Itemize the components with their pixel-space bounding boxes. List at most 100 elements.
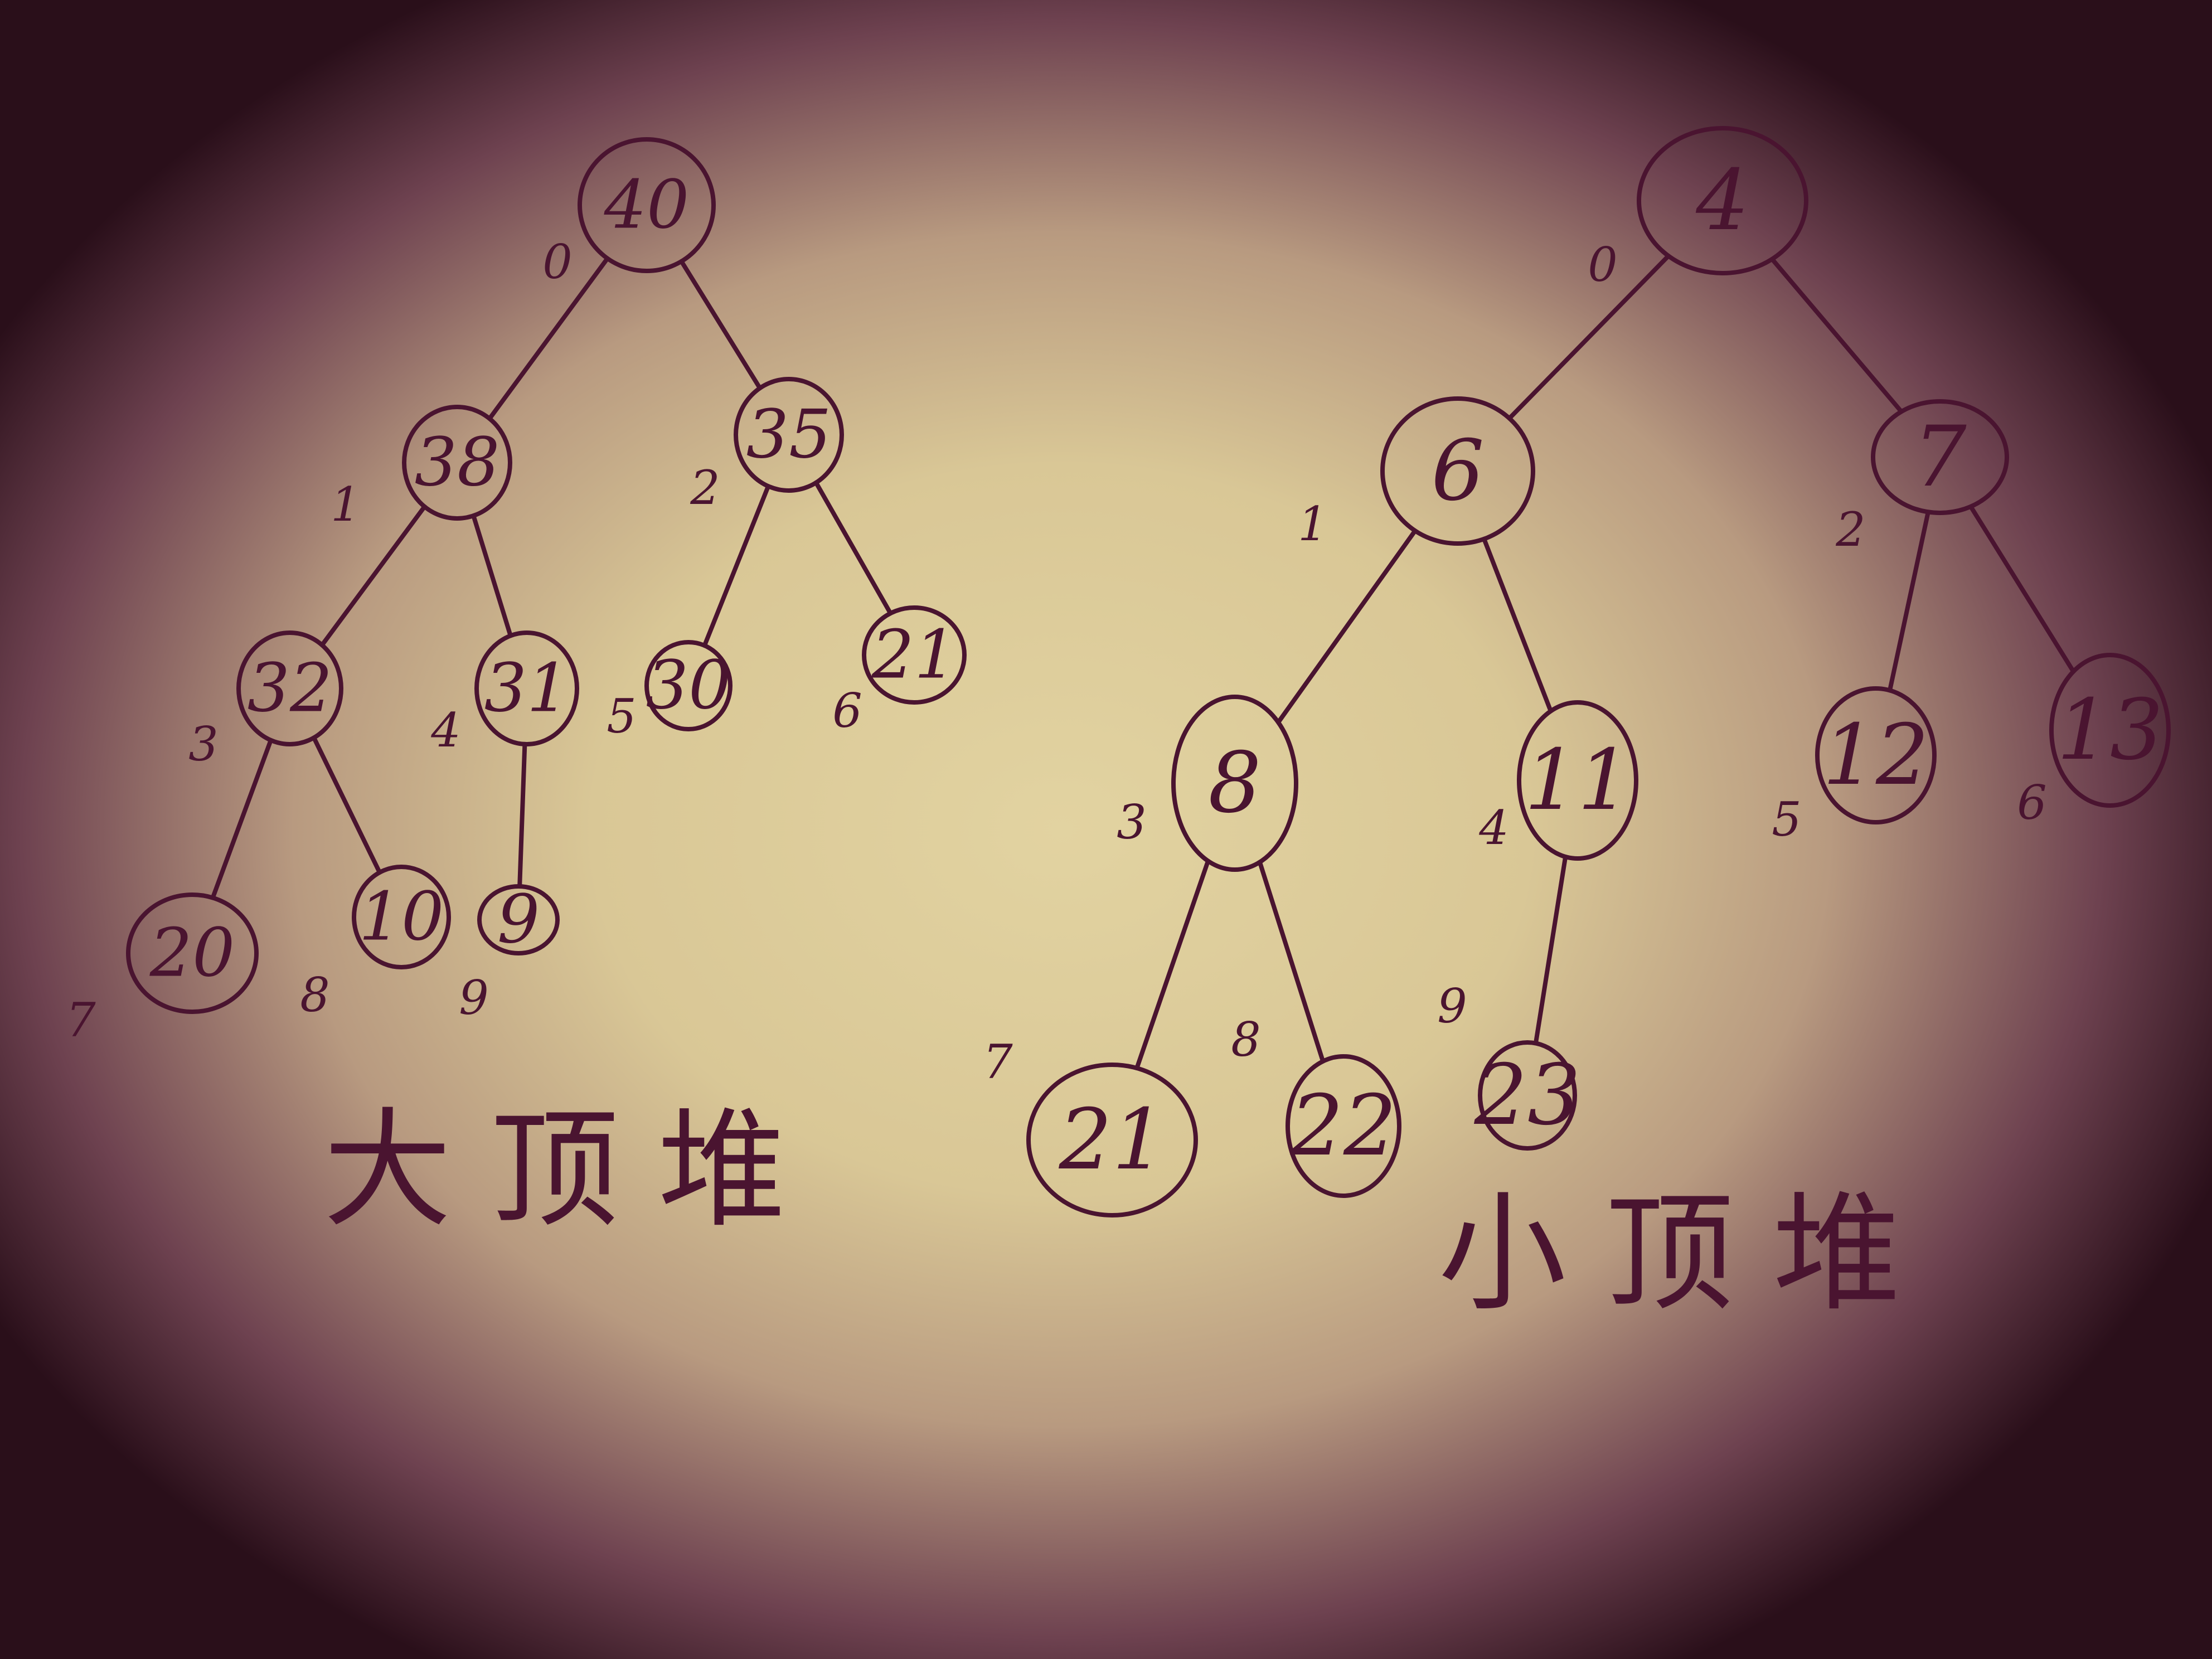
min-heap-node-value: 7 — [1913, 409, 1967, 506]
min-heap-node-circle — [1171, 695, 1298, 872]
max-heap-node-value: 31 — [484, 650, 570, 727]
min-heap-node-circle — [2049, 653, 2171, 808]
min-heap-node-9: 239 — [1437, 979, 1581, 1151]
min-heap-node-value: 6 — [1431, 423, 1484, 520]
max-heap-node-index: 3 — [188, 717, 218, 772]
min-heap-node-7: 21 7 — [983, 1035, 1198, 1217]
min-heap-edge-3-8 — [1257, 860, 1326, 1064]
max-heap-caption: 大顶堆 — [323, 1097, 825, 1245]
min-heap-node-value: 13 — [2057, 682, 2164, 779]
max-heap-edge-1-3 — [319, 504, 427, 648]
max-heap-edge-3-8 — [312, 735, 382, 875]
max-heap-node-index: 8 — [300, 968, 329, 1022]
min-heap-edge-1-4 — [1482, 536, 1553, 714]
max-heap-node-value: 35 — [746, 396, 832, 474]
max-heap-node-circle — [578, 137, 716, 273]
min-heap-edge-0-1 — [1507, 254, 1671, 421]
max-heap-edge-2-5 — [702, 484, 771, 648]
min-heap-edge-1-3 — [1276, 528, 1418, 725]
min-heap-node-index: 4 — [1478, 801, 1508, 855]
max-heap-edge-1-4 — [471, 513, 513, 638]
min-heap-node-4: 11 4 — [1478, 700, 1638, 861]
max-heap-node-circle — [644, 640, 733, 731]
max-heap-node-circle — [402, 405, 512, 521]
max-heap-node-circle — [862, 605, 967, 705]
min-heap-edge-0-2 — [1769, 256, 1904, 414]
min-heap-node-value: 23 — [1474, 1047, 1581, 1144]
max-heap-node-circle — [236, 630, 343, 746]
min-heap-node-value: 22 — [1290, 1078, 1397, 1175]
min-heap-node-index: 8 — [1231, 1012, 1260, 1067]
max-heap-node-index: 4 — [430, 703, 460, 758]
min-heap-node-value: 4 — [1695, 152, 1749, 249]
max-heap-node-index: 7 — [66, 993, 96, 1047]
max-heap-node-value: 9 — [497, 881, 540, 959]
min-heap-node-0: 40 — [1588, 126, 1808, 292]
max-heap-node-circle — [126, 892, 259, 1014]
min-heap-node-5: 12 5 — [1772, 686, 1937, 847]
min-heap-node-6: 136 — [2017, 653, 2171, 830]
max-heap-node-index: 5 — [607, 689, 636, 744]
min-heap-node-value: 8 — [1208, 735, 1261, 832]
max-heap-edge-2-6 — [813, 480, 893, 616]
min-heap-node-circle — [1286, 1054, 1401, 1198]
max-heap-node-value: 32 — [248, 650, 333, 727]
max-heap-node-6: 216 — [832, 605, 967, 738]
max-heap-edge-0-1 — [487, 256, 610, 421]
min-heap-node-index: 5 — [1772, 792, 1801, 847]
max-heap-node-4: 31 4 — [430, 630, 579, 758]
max-heap-node-2: 35 2 — [690, 377, 844, 515]
max-heap-node-value: 30 — [646, 647, 731, 725]
min-heap-node-circle — [1871, 399, 2009, 515]
min-heap-edge-3-7 — [1134, 858, 1211, 1071]
min-heap-node-circle — [1637, 126, 1808, 275]
min-heap-caption: 小顶堆 — [1438, 1180, 1940, 1329]
min-heap-node-circle — [1478, 1040, 1577, 1151]
min-heap-node-index: 1 — [1298, 497, 1327, 551]
min-heap-edge-4-9 — [1533, 854, 1568, 1046]
max-heap-node-circle — [734, 377, 844, 493]
max-heap-node-value: 38 — [415, 424, 500, 502]
max-heap-node-9: 99 — [459, 881, 560, 1025]
min-heap-node-index: 0 — [1588, 237, 1617, 292]
min-heap-node-8: 22 8 — [1231, 1012, 1401, 1198]
min-heap-node-circle — [1815, 686, 1937, 824]
max-heap-node-1: 38 1 — [331, 405, 512, 532]
min-heap-node-value: 11 — [1525, 732, 1631, 829]
max-heap-node-0: 40 0 — [542, 137, 716, 289]
max-heap-node-7: 20 7 — [66, 892, 259, 1047]
min-heap-node-value: 12 — [1823, 707, 1929, 804]
max-heap: 40 0 38 1 35 2 32 3 31 4 305 216 20 7 10 8 99 大顶堆 — [66, 137, 967, 1245]
max-heap-node-index: 0 — [542, 235, 572, 289]
min-heap-node-circle — [1380, 396, 1535, 546]
max-heap-node-value: 21 — [871, 617, 957, 694]
max-heap-node-3: 32 3 — [188, 630, 343, 772]
max-heap-node-circle — [474, 630, 579, 746]
min-heap-node-index: 2 — [1835, 502, 1865, 557]
min-heap-edge-2-6 — [1968, 504, 2076, 674]
min-heap-node-index: 7 — [983, 1035, 1013, 1089]
max-heap-node-value: 10 — [359, 879, 444, 956]
min-heap-node-1: 61 — [1298, 396, 1535, 551]
min-heap-node-2: 72 — [1835, 399, 2009, 557]
min-heap-node-3: 83 — [1117, 695, 1298, 872]
max-heap-node-circle — [352, 865, 451, 969]
max-heap-node-value: 20 — [149, 915, 235, 992]
max-heap-node-index: 9 — [459, 971, 488, 1025]
min-heap-node-index: 3 — [1117, 795, 1146, 850]
max-heap-node-index: 6 — [832, 683, 862, 738]
max-heap-node-value: 40 — [604, 167, 690, 244]
max-heap-edge-3-7 — [210, 738, 273, 900]
max-heap-node-5: 305 — [607, 640, 733, 744]
min-heap-node-index: 9 — [1437, 979, 1467, 1034]
min-heap-node-value: 21 — [1059, 1092, 1166, 1189]
max-heap-node-circle — [477, 884, 560, 955]
min-heap-node-circle — [1026, 1063, 1198, 1217]
max-heap-node-index: 1 — [331, 477, 360, 532]
max-heap-node-index: 2 — [690, 460, 720, 515]
max-heap-edge-0-2 — [679, 259, 763, 391]
max-heap-edge-4-9 — [517, 741, 527, 889]
